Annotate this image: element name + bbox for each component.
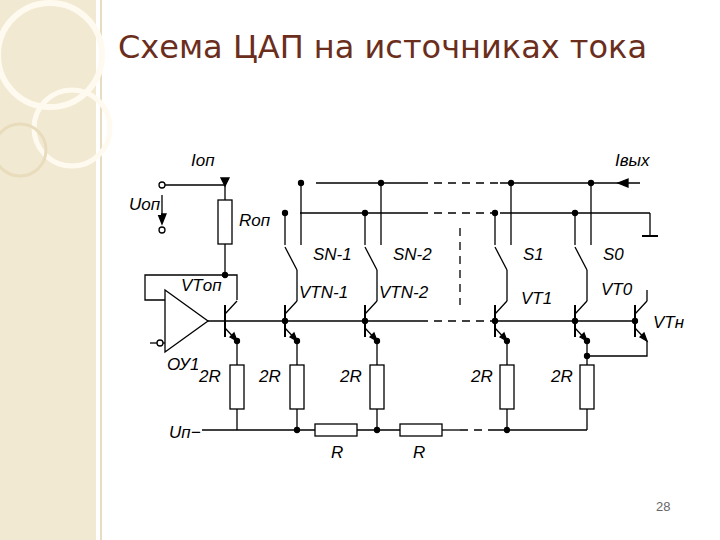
switch-blade	[575, 247, 587, 270]
resistor-symbol	[580, 365, 594, 409]
transistor-symbol	[225, 301, 237, 314]
junction-dot	[235, 339, 240, 344]
switch-terminal	[364, 213, 365, 245]
page-number: 28	[655, 500, 671, 514]
component-label: S1	[522, 246, 545, 265]
component-label: Iоп	[190, 152, 216, 171]
switch-blade	[365, 247, 377, 270]
resistor-symbol	[315, 424, 357, 436]
junction-dot	[299, 181, 304, 186]
resistor-symbol	[290, 365, 304, 409]
junction-dot	[573, 211, 578, 216]
component-label: VT0	[600, 281, 633, 300]
component-label: SN-1	[312, 246, 353, 265]
junction-dot	[509, 181, 514, 186]
transistor-symbol	[285, 301, 297, 314]
junction-dot	[505, 339, 510, 344]
transistor-symbol	[575, 301, 587, 314]
switch-terminal	[510, 183, 511, 245]
resistor-symbol	[500, 365, 514, 409]
transistor-symbol	[635, 301, 647, 314]
switch-terminal	[494, 213, 495, 245]
wire	[236, 409, 237, 430]
switch-blade	[495, 247, 507, 270]
side-band	[0, 0, 96, 540]
switch-blade	[285, 247, 297, 270]
wire	[506, 270, 507, 301]
junction-dot	[363, 211, 368, 216]
component-label: R	[412, 444, 426, 463]
component-label: VTн	[652, 314, 685, 333]
switch-terminal	[284, 213, 285, 245]
component-label: 2R	[339, 368, 363, 387]
component-label: 2R	[258, 368, 282, 387]
component-label: ОУ1	[166, 356, 200, 375]
junction-dot	[295, 339, 300, 344]
component-label: VTN-1	[298, 284, 349, 303]
junction-dot	[585, 339, 590, 344]
wire	[586, 409, 587, 430]
component-label: Uп−	[168, 424, 202, 443]
junction-dot	[493, 211, 498, 216]
junction-dot	[379, 181, 384, 186]
junction-dot	[573, 319, 578, 324]
component-label: R	[330, 444, 344, 463]
component-label: Uоп	[128, 196, 161, 215]
switch-terminal	[300, 183, 301, 245]
component-label: S0	[602, 246, 625, 265]
switch-terminal	[574, 213, 575, 245]
resistor-symbol	[230, 365, 244, 409]
resistor-symbol	[370, 365, 384, 409]
component-label: VT1	[520, 290, 553, 309]
transistor-symbol	[365, 301, 377, 314]
component-label: VTN-2	[378, 284, 429, 303]
junction-dot	[633, 319, 638, 324]
transistor-symbol	[224, 305, 226, 337]
switch-terminal	[590, 183, 591, 245]
wire	[586, 270, 587, 301]
component-label: VTоп	[180, 277, 223, 296]
component-label: 2R	[198, 368, 222, 387]
wire	[296, 341, 297, 365]
component-label: Rоп	[238, 212, 271, 231]
junction-dot	[283, 319, 288, 324]
resistor-symbol	[218, 200, 232, 244]
slide-title: Схема ЦАП на источниках тока	[118, 26, 658, 69]
transistor-arrow	[640, 333, 647, 341]
wire	[376, 341, 377, 365]
component-label: 2R	[470, 368, 494, 387]
opamp-symbol	[165, 290, 208, 352]
component-label: Iвых	[614, 152, 651, 171]
wire	[236, 341, 237, 365]
resistor-symbol	[400, 424, 442, 436]
component-label: 2R	[550, 368, 574, 387]
transistor-symbol	[635, 328, 647, 341]
junction-dot	[283, 211, 288, 216]
junction-dot	[375, 339, 380, 344]
wire	[506, 341, 507, 365]
transistor-symbol	[495, 301, 507, 314]
component-label: SN-2	[392, 246, 433, 265]
switch-terminal	[380, 183, 381, 245]
junction-dot	[589, 181, 594, 186]
junction-dot	[493, 319, 498, 324]
junction-dot	[363, 319, 368, 324]
